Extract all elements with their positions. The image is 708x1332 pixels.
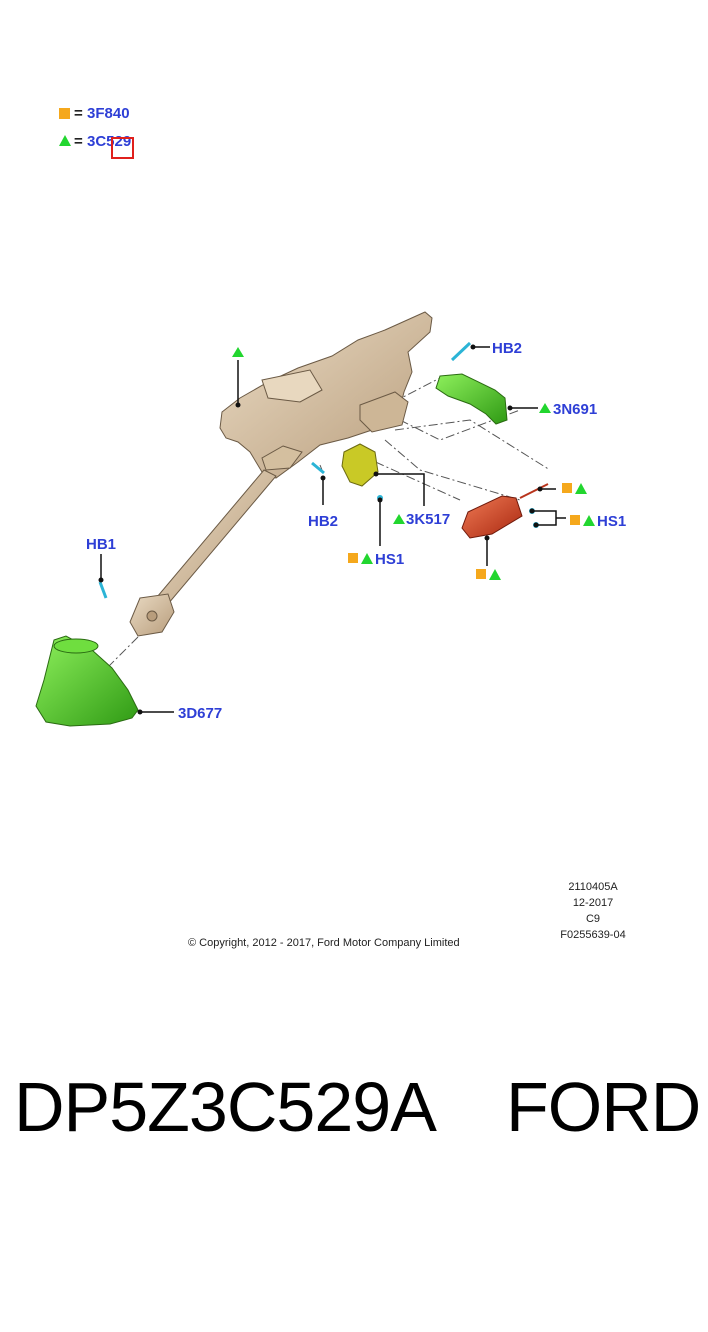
leader-lines (98, 344, 566, 715)
callout-hb2-top[interactable]: HB2 (492, 340, 522, 357)
triangle-marker-icon (575, 483, 587, 494)
boot-3d677 (35, 635, 139, 727)
meta-line-1: 2110405A (568, 881, 618, 893)
bolt-hb1 (98, 581, 108, 599)
steering-column-diagram: = 3F840 = 3C529 (35, 105, 626, 949)
callouts: HB2 3N691 HB2 3K517 HS1 HS1 HB1 3D677 (86, 340, 626, 722)
copyright: © Copyright, 2012 - 2017, Ford Motor Com… (188, 937, 460, 949)
bolt-hb2-top (450, 341, 472, 362)
bottom-caption: DP5Z3C529A FORD (0, 1062, 708, 1152)
callout-3k517[interactable]: 3K517 (406, 511, 450, 528)
drawing-meta: 2110405A 12-2017 C9 F0255639-04 © Copyri… (188, 881, 626, 949)
bolt-hb2-mid (311, 461, 325, 475)
meta-line-4: F0255639-04 (560, 929, 625, 941)
callout-hb1[interactable]: HB1 (86, 536, 116, 553)
legend: = 3F840 = 3C529 (59, 105, 134, 159)
legend-eq: = (74, 133, 83, 150)
callout-3n691[interactable]: 3N691 (553, 401, 597, 418)
bracket-3n691 (435, 373, 508, 425)
legend-eq: = (74, 105, 83, 122)
triangle-marker-icon (539, 403, 551, 413)
legend-code-3f840[interactable]: 3F840 (87, 105, 130, 122)
meta-line-2: 12-2017 (573, 897, 613, 909)
triangle-symbol-icon (59, 135, 71, 146)
triangle-marker-icon (232, 347, 244, 357)
brand-name: FORD (506, 1068, 701, 1146)
callout-hb2-mid[interactable]: HB2 (308, 513, 338, 530)
square-marker-icon (570, 515, 580, 525)
callout-3d677[interactable]: 3D677 (178, 705, 222, 722)
actuator-motor (461, 483, 549, 539)
triangle-marker-icon (583, 515, 595, 526)
triangle-marker-icon (393, 514, 405, 524)
triangle-marker-icon (489, 569, 501, 580)
highlight-box (111, 137, 134, 159)
callout-hs1-mid[interactable]: HS1 (375, 551, 404, 568)
square-marker-icon (348, 553, 358, 563)
legend-code-3c529[interactable]: 3C529 (87, 133, 131, 150)
square-symbol-icon (59, 108, 70, 119)
triangle-marker-icon (361, 553, 373, 564)
meta-line-3: C9 (586, 913, 600, 925)
steering-column (129, 311, 433, 637)
square-marker-icon (562, 483, 572, 493)
square-marker-icon (476, 569, 486, 579)
module-3k517 (341, 443, 379, 487)
callout-hs1-right[interactable]: HS1 (597, 513, 626, 530)
part-number: DP5Z3C529A (14, 1068, 437, 1146)
